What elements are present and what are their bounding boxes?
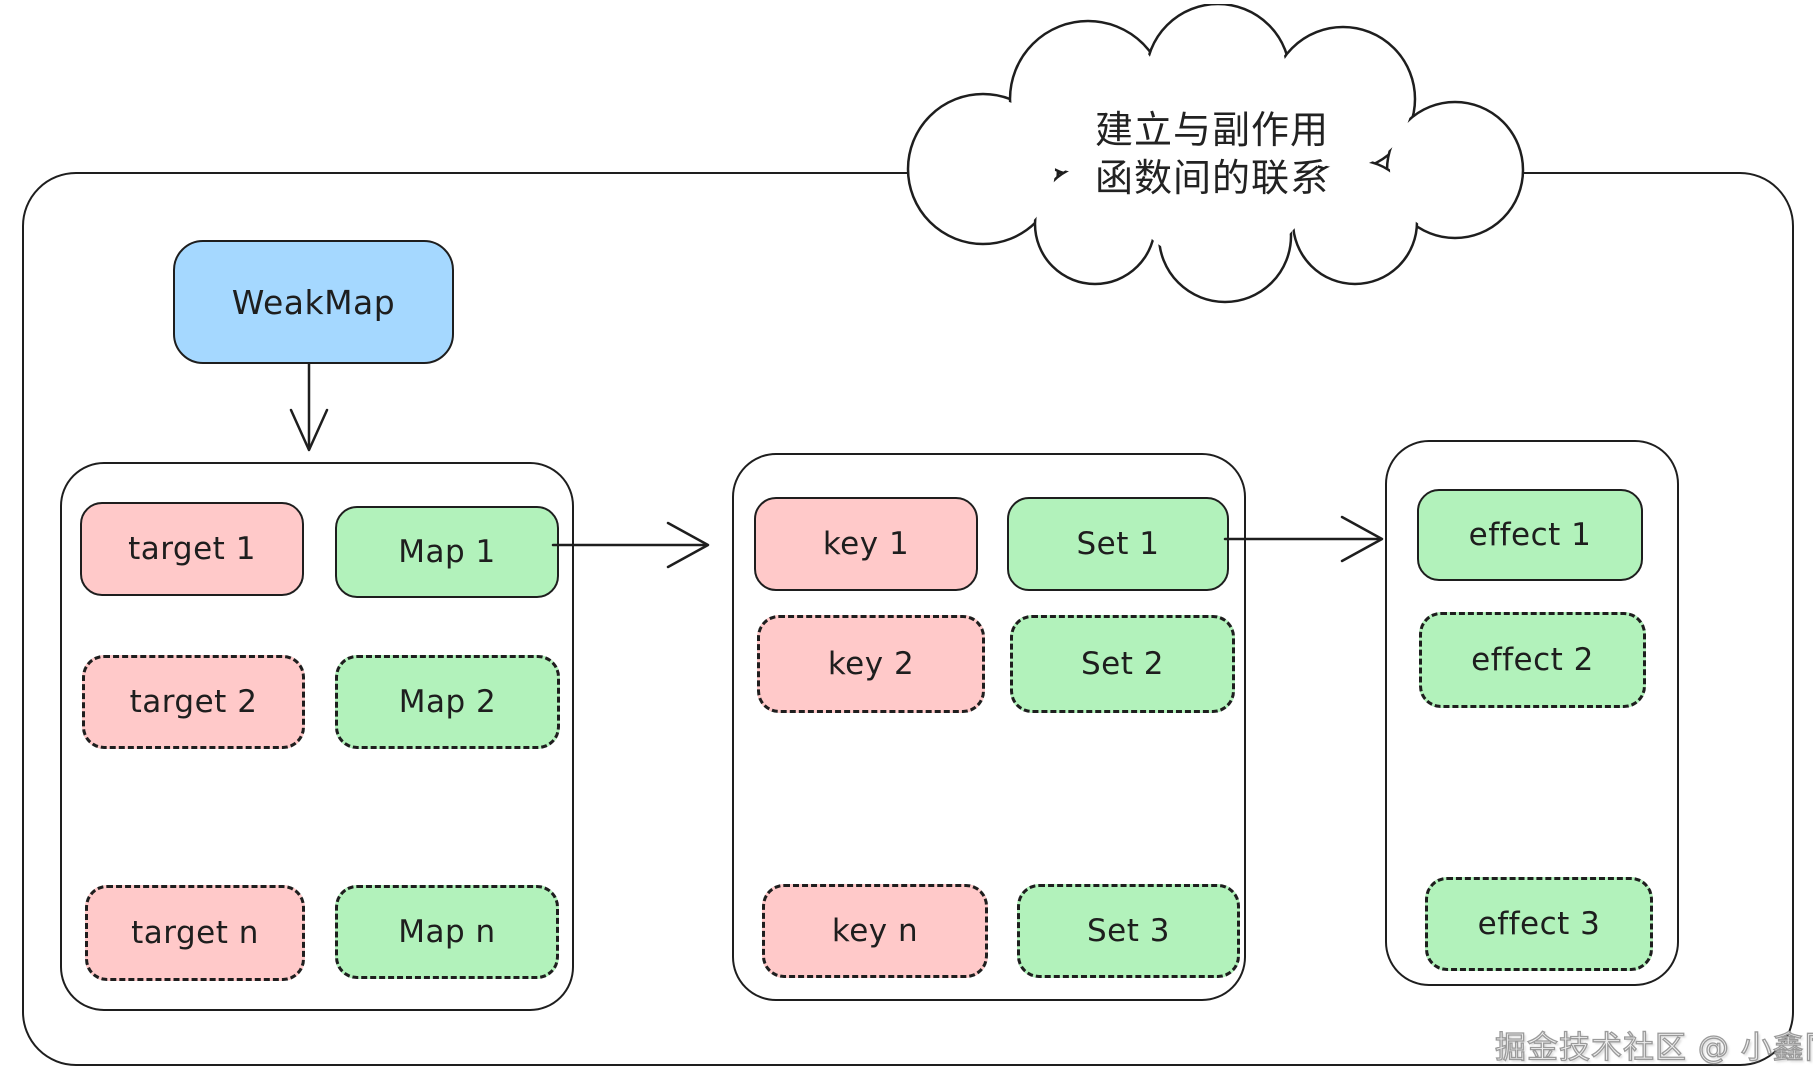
node-effect-3: effect 3 <box>1425 877 1653 971</box>
node-effect-2-label: effect 2 <box>1471 642 1594 678</box>
node-key-n-label: key n <box>831 913 919 949</box>
watermark: 掘金技术社区 @ 小鑫同学 <box>1494 1029 1813 1066</box>
node-set-3: Set 3 <box>1017 884 1240 978</box>
node-map-2: Map 2 <box>335 655 560 749</box>
thought-cloud: 建立与副作用 函数间的联系 <box>888 4 1536 306</box>
node-target-n: target n <box>85 885 305 981</box>
node-effect-3-label: effect 3 <box>1477 906 1601 942</box>
cloud-shape <box>906 4 1525 304</box>
node-weakmap-label: WeakMap <box>231 282 396 322</box>
node-map-2-label: Map 2 <box>398 684 497 720</box>
node-map-1-label: Map 1 <box>398 534 496 570</box>
node-set-1: Set 1 <box>1007 497 1229 591</box>
targets-container: target 1 Map 1 target 2 Map 2 target n M… <box>60 462 574 1011</box>
node-effect-1-label: effect 1 <box>1468 517 1592 553</box>
node-set-1-label: Set 1 <box>1076 526 1160 562</box>
node-map-n: Map n <box>335 885 559 979</box>
node-target-n-label: target n <box>131 915 259 951</box>
keys-container: key 1 Set 1 key 2 Set 2 key n Set 3 <box>732 453 1246 1001</box>
node-map-1: Map 1 <box>335 506 559 598</box>
node-key-1: key 1 <box>754 497 978 591</box>
node-weakmap: WeakMap <box>173 240 454 364</box>
node-key-2: key 2 <box>757 615 985 713</box>
node-key-n: key n <box>762 884 988 978</box>
node-target-2-label: target 2 <box>129 684 258 720</box>
node-map-n-label: Map n <box>398 914 496 950</box>
node-effect-2: effect 2 <box>1419 612 1646 708</box>
node-target-1: target 1 <box>80 502 304 596</box>
node-set-2: Set 2 <box>1010 615 1235 713</box>
node-effect-1: effect 1 <box>1417 489 1643 581</box>
node-target-1-label: target 1 <box>128 531 256 567</box>
node-target-2: target 2 <box>82 655 305 749</box>
cloud-caption-line2: 函数间的联系 <box>1094 156 1329 200</box>
effects-container: effect 1 effect 2 effect 3 <box>1385 440 1679 986</box>
node-key-1-label: key 1 <box>822 526 910 562</box>
node-key-2-label: key 2 <box>827 646 915 682</box>
node-set-2-label: Set 2 <box>1081 646 1164 682</box>
node-set-3-label: Set 3 <box>1087 913 1170 949</box>
cloud-caption: 建立与副作用 函数间的联系 <box>888 4 1536 306</box>
cloud-caption-line1: 建立与副作用 <box>1094 108 1329 153</box>
